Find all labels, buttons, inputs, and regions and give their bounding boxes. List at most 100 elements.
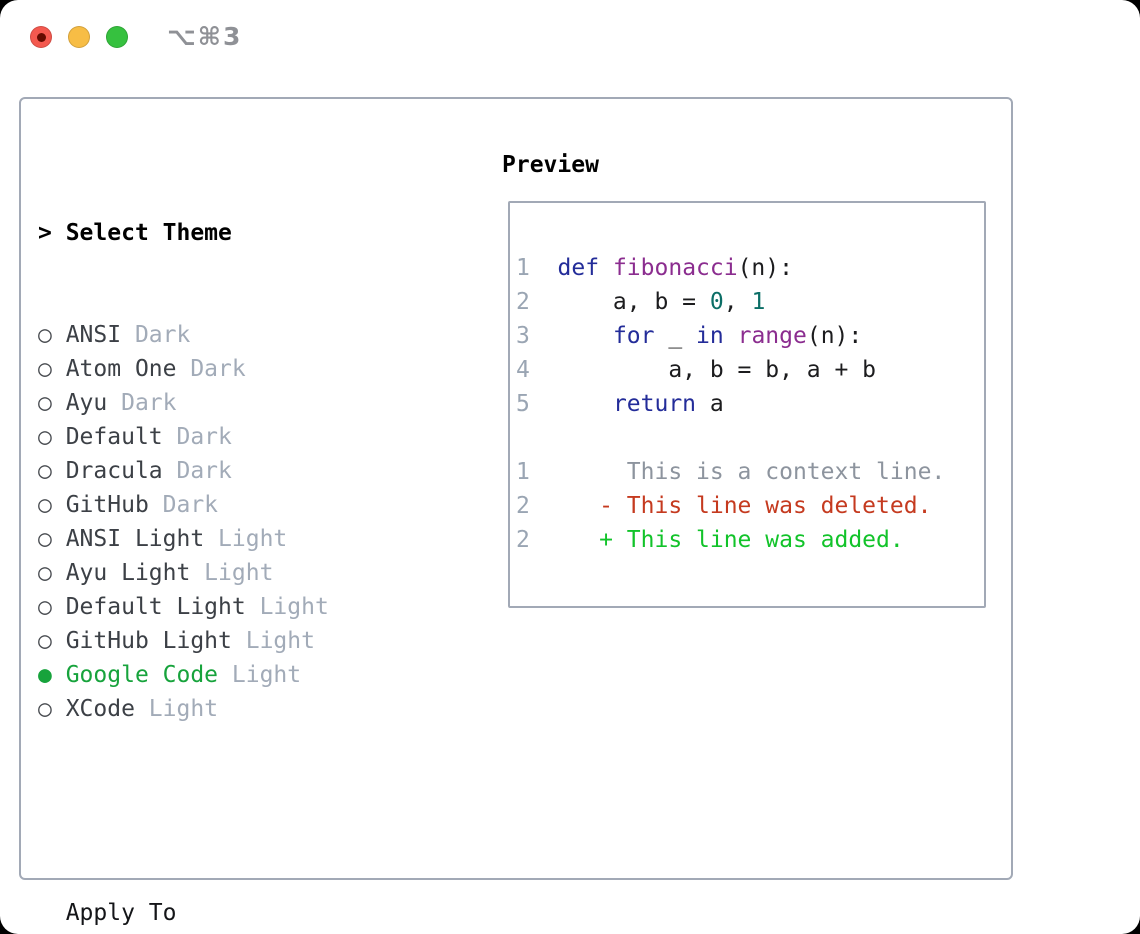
theme-variant-tag: Dark <box>121 322 191 348</box>
radio-icon: ○ <box>38 526 66 552</box>
code-token-deleted: - This line was deleted. <box>557 493 932 519</box>
theme-option-default-light[interactable]: ○ Default Light Light <box>38 590 426 624</box>
code-line: 4 a, b = b, a + b <box>516 353 980 387</box>
theme-name: XCode <box>65 696 135 722</box>
select-theme-title: Select Theme <box>65 220 232 246</box>
code-line: 5 return a <box>516 387 980 421</box>
code-line: 1 This is a context line. <box>516 455 980 489</box>
theme-list: ○ ANSI Dark○ Atom One Dark○ Ayu Dark○ De… <box>38 318 426 726</box>
theme-name: ANSI <box>65 322 122 348</box>
radio-icon: ○ <box>38 356 66 382</box>
line-number: 2 <box>516 289 558 315</box>
radio-icon: ○ <box>38 594 66 620</box>
radio-icon: ○ <box>38 628 66 654</box>
radio-icon: ○ <box>38 560 66 586</box>
radio-icon: ○ <box>38 390 66 416</box>
theme-variant-tag: Dark <box>148 492 219 518</box>
code-token-function: range <box>737 323 807 349</box>
code-token-plain <box>558 323 613 349</box>
theme-name: Dracula <box>65 458 163 484</box>
code-token-plain <box>558 391 613 417</box>
select-theme-heading: > Select Theme <box>38 216 426 250</box>
theme-option-github-light[interactable]: ○ GitHub Light Light <box>38 624 426 658</box>
code-line: 3 for _ in range(n): <box>516 319 980 353</box>
theme-variant-tag: Dark <box>162 424 232 450</box>
code-token-keyword: return <box>612 391 697 417</box>
code-line <box>516 421 980 455</box>
radio-icon: ○ <box>38 322 66 348</box>
theme-option-ansi-light[interactable]: ○ ANSI Light Light <box>38 522 426 556</box>
code-token-plain: (n): <box>806 323 863 349</box>
keyboard-shortcut-label: ⌥⌘3 <box>167 22 243 51</box>
line-number: 3 <box>516 323 558 349</box>
line-number: 2 <box>516 527 558 553</box>
line-number: 5 <box>516 391 558 417</box>
code-line: 1 def fibonacci(n): <box>516 251 980 285</box>
theme-option-github[interactable]: ○ GitHub Dark <box>38 488 426 522</box>
theme-option-ansi[interactable]: ○ ANSI Dark <box>38 318 426 352</box>
line-number: 1 <box>516 255 558 281</box>
theme-name: Atom One <box>65 356 177 382</box>
radio-icon: ○ <box>38 424 66 450</box>
theme-option-dracula[interactable]: ○ Dracula Dark <box>38 454 426 488</box>
code-token-plain: a, b = <box>557 289 710 315</box>
radio-icon: ○ <box>38 458 66 484</box>
line-number: 1 <box>516 459 558 485</box>
theme-name: GitHub <box>65 492 149 518</box>
code-token-plain: (n): <box>737 255 793 281</box>
close-button[interactable] <box>30 26 52 48</box>
code-token-function: fibonacci <box>612 255 738 281</box>
theme-picker-panel: > Select Theme ○ ANSI Dark○ Atom One Dar… <box>19 97 1013 926</box>
theme-variant-tag: Light <box>231 628 315 654</box>
code-token-keyword: for <box>612 323 655 349</box>
theme-option-default[interactable]: ○ Default Dark <box>38 420 426 454</box>
theme-variant-tag: Light <box>218 662 302 688</box>
theme-option-ayu-light[interactable]: ○ Ayu Light Light <box>38 556 426 590</box>
theme-option-google-code[interactable]: ● Google Code Light <box>38 658 426 692</box>
theme-option-ayu[interactable]: ○ Ayu Dark <box>38 386 426 420</box>
theme-name: Google Code <box>65 662 219 688</box>
code-line: 2 - This line was deleted. <box>516 489 980 523</box>
theme-option-atom-one[interactable]: ○ Atom One Dark <box>38 352 426 386</box>
minimize-button[interactable] <box>68 26 90 48</box>
theme-picker-column: > Select Theme ○ ANSI Dark○ Atom One Dar… <box>38 148 426 934</box>
code-line: 2 + This line was added. <box>516 523 980 557</box>
code-token-plain: a <box>696 391 724 417</box>
radio-icon: ○ <box>38 696 66 722</box>
close-dot-icon <box>36 32 46 42</box>
radio-selected-icon: ● <box>38 662 66 688</box>
code-token-number: 1 <box>751 289 766 315</box>
radio-icon: ○ <box>38 492 66 518</box>
preview-heading: Preview <box>502 152 599 178</box>
selection-caret: > <box>38 220 66 246</box>
theme-option-xcode[interactable]: ○ XCode Light <box>38 692 426 726</box>
theme-variant-tag: Dark <box>107 390 177 416</box>
code-token-added: + This line was added. <box>557 527 904 553</box>
code-token-plain <box>724 323 738 349</box>
theme-variant-tag: Light <box>190 560 274 586</box>
theme-name: Ayu Light <box>65 560 191 586</box>
line-number: 2 <box>516 493 558 519</box>
theme-variant-tag: Light <box>134 696 219 722</box>
theme-name: Default <box>65 424 163 450</box>
theme-variant-tag: Dark <box>162 458 232 484</box>
code-token-number: 0 <box>709 289 724 315</box>
code-token-keyword: in <box>696 323 724 349</box>
theme-name: Ayu <box>65 390 108 416</box>
theme-variant-tag: Dark <box>176 356 246 382</box>
code-token-context: This is a context line. <box>557 459 946 485</box>
code-token-plain: , <box>723 289 752 315</box>
zoom-button[interactable] <box>106 26 128 48</box>
spacer <box>38 794 426 828</box>
theme-name: ANSI Light <box>65 526 205 552</box>
code-token-plain: _ <box>654 323 697 349</box>
theme-variant-tag: Light <box>204 526 288 552</box>
code-token-keyword: def <box>557 255 600 281</box>
theme-name: Default Light <box>65 594 246 620</box>
code-line: 2 a, b = 0, 1 <box>516 285 980 319</box>
code-token-plain <box>599 255 613 281</box>
theme-variant-tag: Light <box>245 594 329 620</box>
